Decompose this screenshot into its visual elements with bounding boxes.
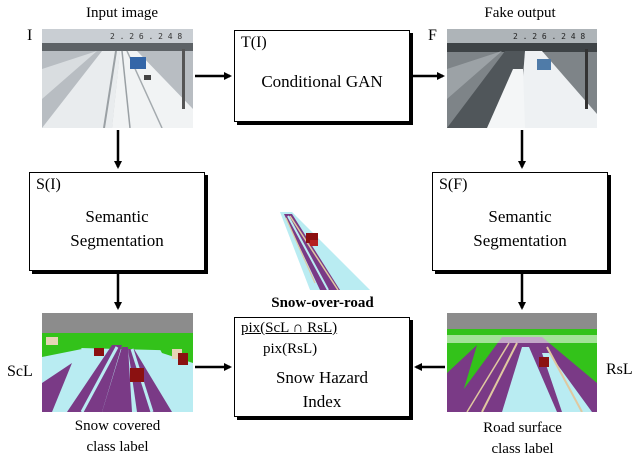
input-image: 2 . 2 6 . 2 4 8	[42, 29, 193, 128]
road-surface-caption-line2: class label	[491, 441, 554, 457]
snow-covered-caption-line2: class label	[86, 439, 149, 455]
segmentation-box-right: S(F) Semantic Segmentation	[432, 172, 608, 271]
fake-output-image: 2 . 2 6 . 2 4 8	[447, 29, 597, 128]
snow-hazard-index-box: pix(ScL ∩ RsL) pix(RsL) Snow Hazard Inde…	[234, 317, 410, 417]
hazard-line2: Index	[302, 392, 342, 411]
road-surface-caption-line1: Road surface	[483, 420, 562, 436]
label-scl: ScL	[7, 363, 33, 380]
seg-right-line2: Segmentation	[473, 231, 567, 250]
gan-label: Conditional GAN	[261, 72, 383, 91]
segmentation-box-left: S(I) Semantic Segmentation	[29, 172, 205, 271]
fake-output-caption: Fake output	[484, 5, 556, 21]
label-f: F	[428, 27, 437, 44]
input-image-caption: Input image	[85, 5, 159, 21]
seg-right-line1: Semantic	[488, 207, 552, 226]
snow-covered-class-image	[42, 313, 193, 412]
gan-tag: T(I)	[241, 34, 267, 51]
label-i: I	[27, 27, 33, 44]
snow-covered-caption-line1: Snow covered	[74, 418, 161, 434]
snow-over-road-label: Snow-over-road	[271, 295, 374, 311]
seg-left-line2: Segmentation	[70, 231, 164, 250]
snow-over-road-image	[270, 208, 370, 290]
seg-left-tag: S(I)	[36, 176, 61, 193]
road-surface-class-image	[447, 313, 597, 412]
snow-covered-caption: Snow covered class label	[40, 416, 195, 458]
hazard-denominator: pix(RsL)	[263, 341, 318, 357]
road-surface-caption: Road surface class label	[445, 418, 600, 460]
svg-text:2 . 2 6 . 2 4 8: 2 . 2 6 . 2 4 8	[513, 32, 585, 41]
seg-right-tag: S(F)	[439, 176, 468, 193]
hazard-numerator: pix(ScL ∩ RsL)	[241, 320, 338, 336]
seg-left-line1: Semantic	[85, 207, 149, 226]
hazard-line1: Snow Hazard	[275, 368, 369, 387]
conditional-gan-box: T(I) Conditional GAN	[234, 30, 410, 122]
label-rsl: RsL	[606, 361, 633, 378]
svg-text:2 . 2 6 . 2 4 8: 2 . 2 6 . 2 4 8	[110, 32, 182, 41]
